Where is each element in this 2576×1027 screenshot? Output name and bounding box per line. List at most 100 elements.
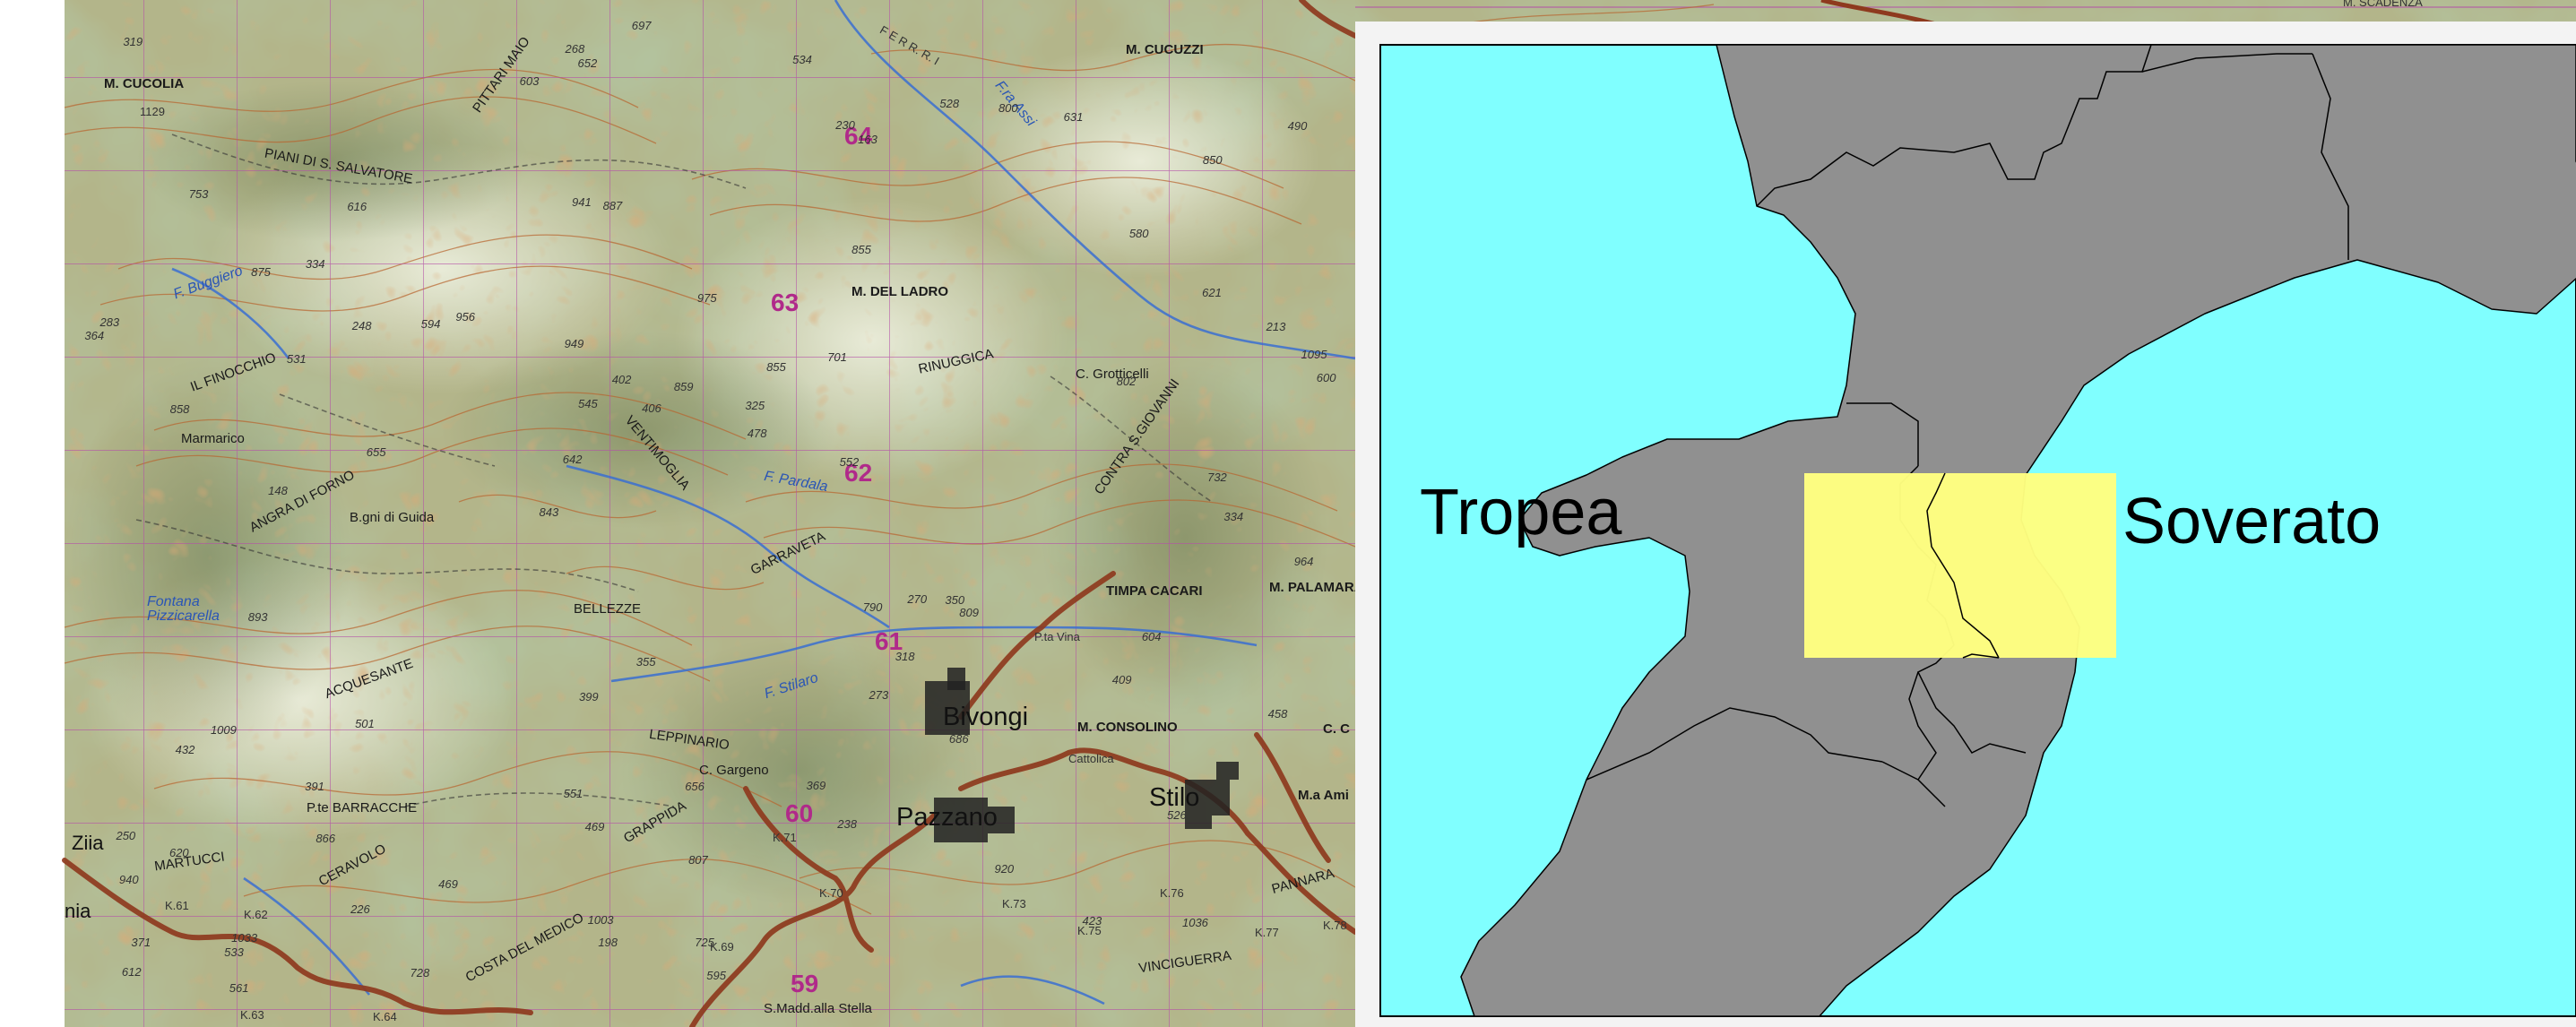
- spot-elevation: 552: [839, 455, 860, 470]
- spot-elevation: 250: [116, 828, 136, 842]
- spot-elevation: 580: [1128, 226, 1149, 240]
- spot-elevation: 1009: [210, 722, 237, 737]
- spot-elevation: 790: [862, 600, 883, 614]
- place-marmarico: Marmarico: [181, 431, 245, 446]
- spot-elevation: 432: [175, 743, 195, 757]
- spot-elevation: 620: [169, 846, 189, 860]
- road-marker-k77: K.77: [1255, 926, 1279, 939]
- spot-elevation: 501: [355, 717, 375, 731]
- spot-elevation: 887: [602, 198, 623, 212]
- spot-elevation: 949: [564, 336, 584, 350]
- town-stilo: Stilo: [1149, 783, 1200, 812]
- spot-elevation: 807: [688, 853, 708, 867]
- summit-m-cucolia: M. CUCOLIA: [104, 76, 185, 91]
- settlements: [925, 668, 1239, 842]
- spot-elevation: 594: [420, 317, 441, 332]
- spot-elevation: 686: [948, 732, 969, 747]
- road-marker-k69: K.69: [710, 940, 734, 954]
- spot-elevation: 631: [1063, 110, 1084, 125]
- spot-elevation: 325: [745, 399, 765, 413]
- summit-m-del-ladro: M. DEL LADRO: [851, 284, 949, 299]
- spot-elevation: 642: [562, 452, 583, 466]
- spot-elevation: 855: [851, 242, 871, 256]
- highlighted-map-area[interactable]: [1804, 473, 2116, 658]
- spot-elevation: 283: [99, 315, 120, 330]
- place-p-la-vina: P.ta Vina: [1034, 630, 1080, 643]
- spot-elevation: 148: [268, 483, 288, 497]
- spot-elevation: 1095: [1301, 348, 1327, 362]
- spot-elevation: 975: [696, 290, 717, 305]
- locator-map[interactable]: [1379, 44, 2576, 1017]
- summit-m-palamara: M. PALAMARA: [1269, 580, 1364, 595]
- town-pazzano: Pazzano: [896, 803, 998, 832]
- place-c-gargeno: C. Gargeno: [699, 763, 769, 778]
- spot-elevation: 802: [1116, 374, 1137, 388]
- place-nia: nia: [65, 900, 91, 922]
- summit-m-consolino: M. CONSOLINO: [1077, 720, 1178, 735]
- spot-elevation: 334: [1223, 510, 1244, 524]
- grid-number-60: 60: [785, 799, 814, 827]
- spot-elevation: 273: [869, 688, 889, 703]
- elev-m-cucolia: 1129: [140, 105, 165, 118]
- road-marker-k61: K.61: [165, 899, 189, 912]
- secondary-roads: [135, 134, 1213, 807]
- spot-elevation: 656: [685, 779, 705, 793]
- spot-elevation: 533: [224, 945, 244, 960]
- spot-elevation: 399: [578, 689, 599, 703]
- spot-elevation: 850: [1202, 152, 1223, 167]
- spot-elevation: 800: [998, 101, 1018, 116]
- spot-elevation: 319: [123, 35, 143, 49]
- spot-elevation: 423: [1082, 914, 1102, 928]
- place-zina: Ziia: [72, 832, 104, 854]
- summit-timpa-cacari: TIMPA CACARI: [1106, 583, 1203, 599]
- spot-elevation: 334: [305, 257, 325, 272]
- topographic-map[interactable]: 64 63 62 61 60 59 Bivongi Pazzano Stilo …: [62, 0, 1364, 1027]
- spot-elevation: 701: [827, 350, 847, 365]
- spot-elevation: 248: [351, 319, 372, 333]
- spot-elevation: 893: [247, 610, 268, 625]
- spot-elevation: 531: [286, 352, 307, 367]
- spot-elevation: 226: [350, 902, 370, 916]
- spot-elevation: 964: [1293, 554, 1314, 568]
- spot-elevation: 163: [858, 133, 877, 147]
- spot-elevation: 350: [945, 593, 965, 608]
- spot-elevation: 941: [572, 195, 592, 210]
- spot-elevation: 1003: [587, 912, 614, 927]
- spot-elevation: 528: [939, 97, 960, 111]
- spot-elevation: 866: [316, 832, 336, 846]
- highlight-borders: [1926, 472, 2000, 659]
- summit-m-cucuzzi: M. CUCUZZI: [1126, 42, 1204, 57]
- road-marker-k76: K.76: [1160, 886, 1184, 900]
- spot-elevation: 490: [1287, 118, 1308, 133]
- spot-elevation: 843: [539, 505, 559, 520]
- spot-elevation: 809: [959, 606, 979, 620]
- place-s-maddalena-stella: S.Madd.alla Stella: [764, 1001, 872, 1016]
- spot-elevation: 956: [455, 310, 476, 324]
- spot-elevation: 1033: [231, 930, 258, 945]
- spot-elevation: 364: [84, 328, 105, 342]
- place-bellezze: BELLEZZE: [574, 601, 642, 617]
- spot-elevation: 612: [121, 965, 142, 980]
- spot-elevation: 230: [835, 118, 855, 133]
- spot-elevation: 595: [706, 968, 726, 982]
- spot-elevation: 753: [188, 186, 209, 201]
- spot-elevation: 371: [131, 936, 151, 950]
- rivers: [171, 0, 1356, 1005]
- road-marker-k70: K.70: [819, 886, 843, 900]
- spot-elevation: 318: [895, 650, 915, 663]
- place-fontana-pizzicarella: Fontana Pizzicarella: [147, 594, 220, 624]
- spot-elevation: 469: [584, 820, 605, 834]
- topo-map-canvas: [62, 0, 1358, 1027]
- spot-elevation: 697: [631, 19, 652, 33]
- place-c-grotticelli: C. Grotticelli: [1076, 367, 1149, 382]
- locator-label-tropea: Tropea: [1420, 477, 1622, 548]
- spot-elevation: 198: [598, 936, 618, 950]
- spot-elevation: 858: [169, 401, 190, 416]
- road-marker-k63: K.63: [240, 1008, 264, 1022]
- spot-elevation: 469: [438, 876, 458, 891]
- spot-elevation: 652: [577, 56, 598, 70]
- locator-label-soverato: Soverato: [2122, 486, 2382, 557]
- spot-elevation: 551: [563, 787, 583, 801]
- spot-elevation: 616: [347, 199, 367, 213]
- spot-elevation: 655: [366, 444, 386, 459]
